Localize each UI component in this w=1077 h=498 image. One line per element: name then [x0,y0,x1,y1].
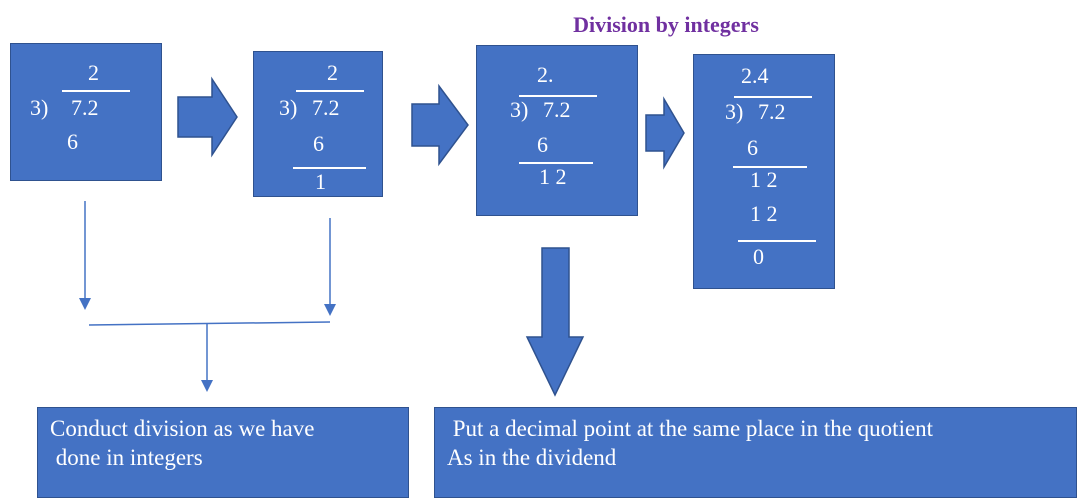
block-arrow-down [525,247,585,397]
diagram-title: Division by integers [573,12,759,37]
step-1-product: 6 [67,129,78,154]
step-2-quotient: 2 [327,60,338,85]
step-4-product: 6 [747,135,758,160]
note-conduct-division: Conduct division as we have done in inte… [37,407,409,498]
step-4-remainder-2: 0 [753,244,764,269]
connector-join-line [88,321,331,326]
block-arrow-2-to-3 [411,83,469,167]
step-3-division-bar [519,95,597,97]
step-2-subtraction-bar [293,167,366,169]
step-3-quotient: 2. [537,62,554,87]
step-2-dividend: 7.2 [312,95,340,120]
step-3-subtraction-bar [519,162,593,164]
step-1-divisor: 3) [30,95,49,120]
step-2-box: 2 3) 7.2 6 1 [253,51,383,197]
connector-arrowhead-2 [324,304,336,316]
step-2-remainder: 1 [315,169,326,194]
note-decimal-point: Put a decimal point at the same place in… [434,407,1077,498]
step-1-division-bar [62,90,130,92]
step-3-box: 2. 3) 7.2 6 1 2 [476,45,638,216]
step-1-dividend: 7.2 [71,95,99,120]
step-3-product: 6 [537,132,548,157]
step-1-quotient: 2 [88,60,99,85]
step-1-box: 2 3) 7.2 6 [10,43,162,181]
step-4-subtraction-bar-1 [733,166,807,168]
step-4-division-bar [734,96,812,98]
step-4-box: 2.4 3) 7.2 6 1 2 1 2 0 [693,54,835,289]
connector-arrowhead-3 [201,380,213,392]
block-arrow-3-to-4 [645,96,685,170]
step-4-subtraction-bar-2 [738,240,816,242]
block-arrow-1-to-2 [177,76,238,158]
step-4-quotient: 2.4 [741,63,769,88]
connector-arrowhead-1 [79,298,91,310]
step-3-divisor: 3) [510,97,529,122]
step-2-division-bar [296,90,364,92]
step-4-product-2: 1 2 [750,201,778,226]
step-2-divisor: 3) [279,95,298,120]
step-3-remainder: 1 2 [539,164,567,189]
step-3-dividend: 7.2 [543,97,571,122]
step-4-divisor: 3) [725,99,744,124]
step-2-product: 6 [313,131,324,156]
step-4-dividend: 7.2 [758,99,786,124]
step-4-remainder: 1 2 [750,167,778,192]
